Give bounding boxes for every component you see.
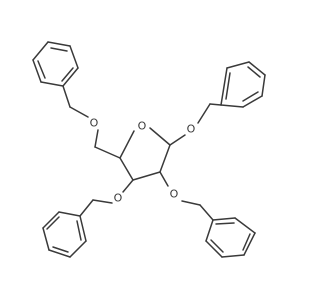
oxygen-atom-ch2-ether: O [87,116,101,130]
svg-text:O: O [114,192,123,205]
benzyl-link-top-right [169,103,222,146]
oxygen-atom-c3-ether: O [111,191,125,205]
svg-text:O: O [138,120,147,133]
svg-text:O: O [187,123,196,136]
phenyl-ring-top-left [32,41,79,87]
benzyl-link-top-left [62,85,121,159]
oxygen-atom-c1-ether: O [184,122,198,136]
furanose-ring [119,127,171,181]
phenyl-ring-bottom-left [42,211,87,258]
phenyl-ring-top-right [220,61,266,108]
oxygen-atom-c2-ether: O [167,187,181,201]
oxygen-atom-ring: O [135,119,149,133]
benzyl-link-bottom-right [159,171,214,221]
molecule-structure-diagram: O O O O O [32,41,266,258]
phenyl-ring-bottom-right [205,217,256,258]
svg-text:O: O [170,188,179,201]
svg-text:O: O [90,117,99,130]
benzyl-link-bottom-left [79,179,134,217]
